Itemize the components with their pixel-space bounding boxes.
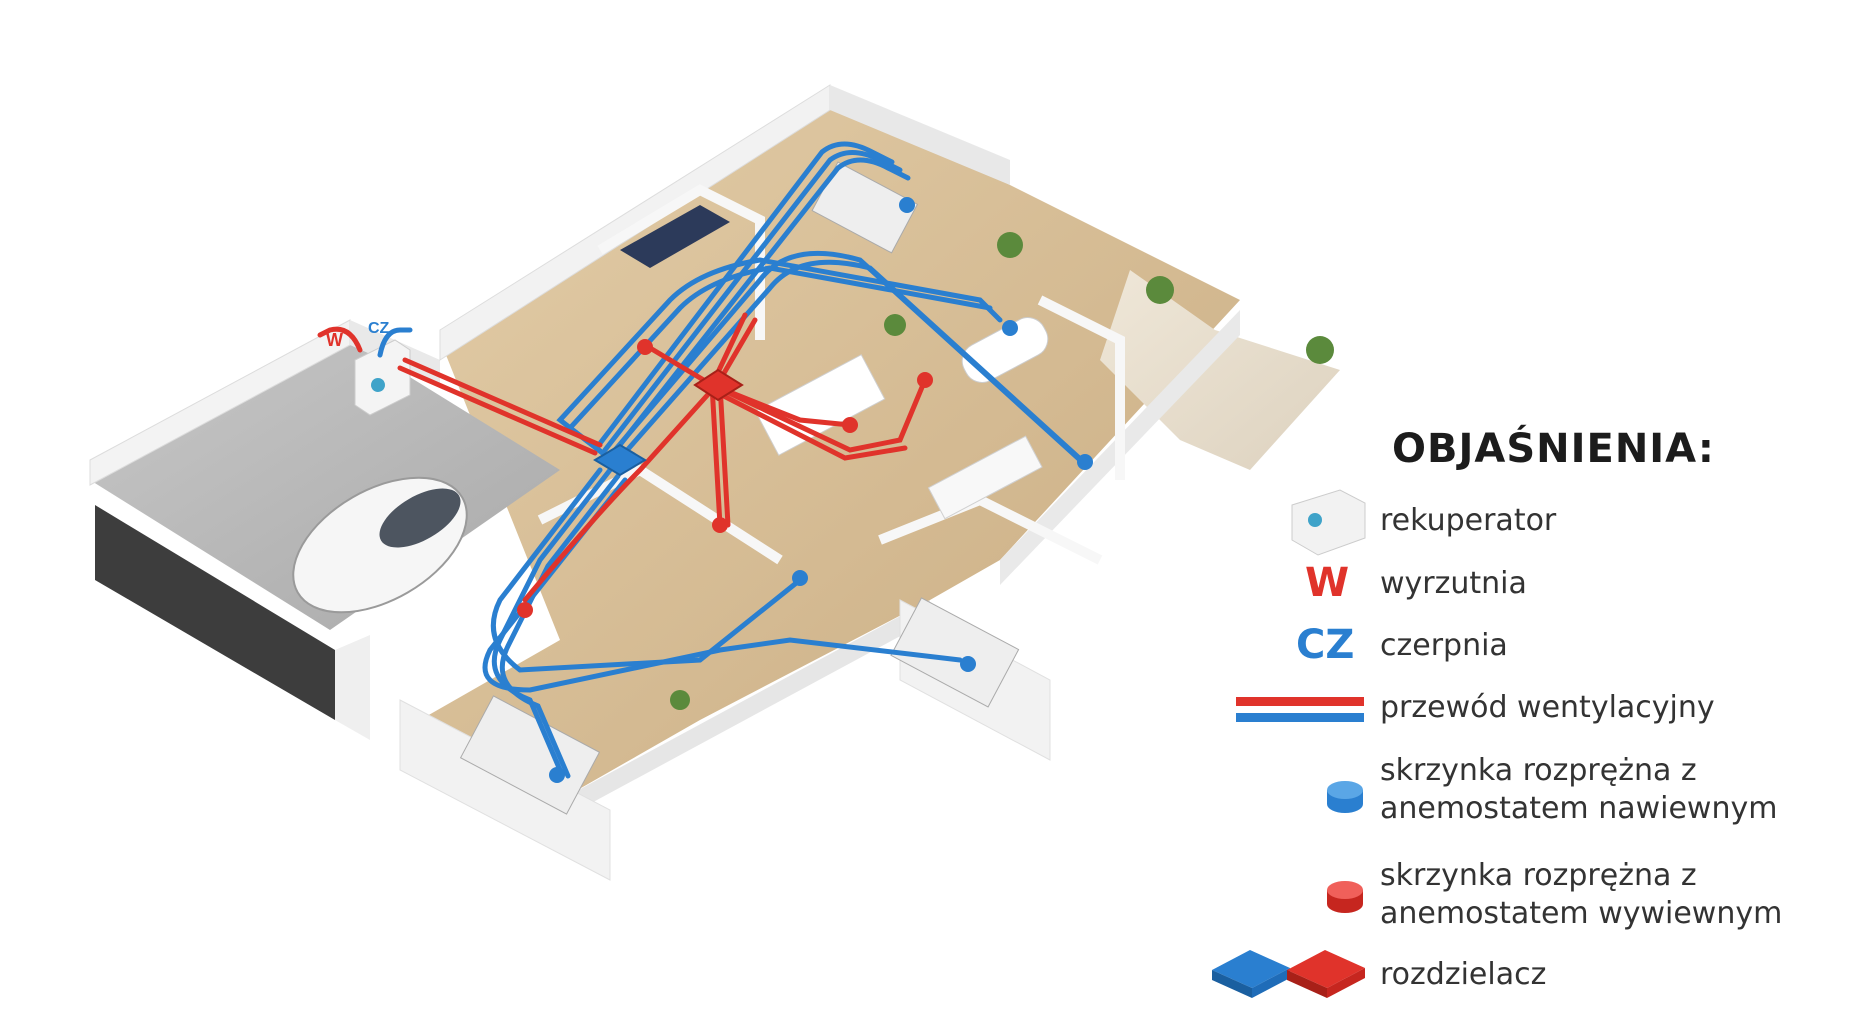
legend-nawiew-line2: anemostatem nawiewnym bbox=[1380, 791, 1778, 826]
right-wall bbox=[830, 85, 1010, 185]
sofa bbox=[927, 435, 1043, 520]
exhaust-diffusers bbox=[517, 339, 933, 618]
bed-2 bbox=[890, 597, 1020, 708]
legend-w-symbol: W bbox=[1305, 560, 1350, 606]
supply-diffuser bbox=[960, 656, 976, 672]
duct-label-cz: CZ bbox=[368, 320, 390, 337]
legend-rekuperator: rekuperator bbox=[1380, 503, 1557, 538]
garage-floor bbox=[90, 340, 560, 630]
legend-przewod: przewód wentylacyjny bbox=[1380, 690, 1715, 725]
garage-front-wall bbox=[335, 635, 370, 740]
plant bbox=[670, 690, 690, 710]
exhaust-diffuser bbox=[842, 417, 858, 433]
living-floor bbox=[420, 95, 1240, 800]
exhaust-diffuser bbox=[712, 517, 728, 533]
exhaust-diffuser bbox=[637, 339, 653, 355]
legend-wywiew-line2: anemostatem wywiewnym bbox=[1380, 896, 1783, 931]
supply-diffuser bbox=[899, 197, 915, 213]
legend-cz-symbol: CZ bbox=[1296, 622, 1355, 668]
stairs bbox=[620, 205, 730, 268]
legend-rozdzielacz: rozdzielacz bbox=[1380, 957, 1547, 992]
plant bbox=[884, 314, 906, 336]
supply-diffuser bbox=[1077, 454, 1093, 470]
exhaust-diffuser bbox=[517, 602, 533, 618]
supply-box-icon bbox=[1327, 781, 1363, 813]
supply-diffusers bbox=[549, 197, 1093, 783]
dining-table bbox=[961, 317, 1049, 383]
legend-wyrzutnia: wyrzutnia bbox=[1380, 566, 1527, 601]
front-wall-right bbox=[560, 600, 930, 820]
legend-wywiew-line1: skrzynka rozprężna z bbox=[1380, 858, 1697, 893]
plant bbox=[1146, 276, 1174, 304]
legend-nawiew-line1: skrzynka rozprężna z bbox=[1380, 753, 1697, 788]
recuperator-unit bbox=[354, 339, 411, 416]
exhaust-diffuser bbox=[917, 372, 933, 388]
recuperator-icon bbox=[1291, 489, 1366, 556]
supply-ducts bbox=[377, 141, 1091, 779]
garage-door bbox=[95, 505, 335, 720]
duct-icon bbox=[1236, 697, 1364, 722]
distributor-supply bbox=[593, 443, 647, 477]
distributor-blue-icon bbox=[1212, 950, 1290, 998]
supply-diffuser bbox=[549, 767, 565, 783]
distributor-red-icon bbox=[1287, 950, 1365, 998]
duct-label-w: W bbox=[326, 330, 343, 350]
exhaust-ducts bbox=[317, 312, 928, 603]
legend-icons bbox=[1212, 489, 1366, 998]
legend-czerpnia: czerpnia bbox=[1380, 628, 1508, 663]
supply-diffuser bbox=[792, 570, 808, 586]
plant bbox=[997, 232, 1023, 258]
exhaust-box-icon bbox=[1327, 881, 1363, 913]
car-window bbox=[379, 488, 461, 548]
legend-title: OBJAŚNIENIA: bbox=[1392, 426, 1715, 472]
terrace bbox=[1100, 270, 1340, 470]
house-model bbox=[89, 84, 1340, 881]
partition-4 bbox=[1037, 295, 1125, 480]
plant bbox=[1306, 336, 1334, 364]
distributor-exhaust bbox=[693, 368, 744, 402]
supply-diffuser bbox=[1002, 320, 1018, 336]
